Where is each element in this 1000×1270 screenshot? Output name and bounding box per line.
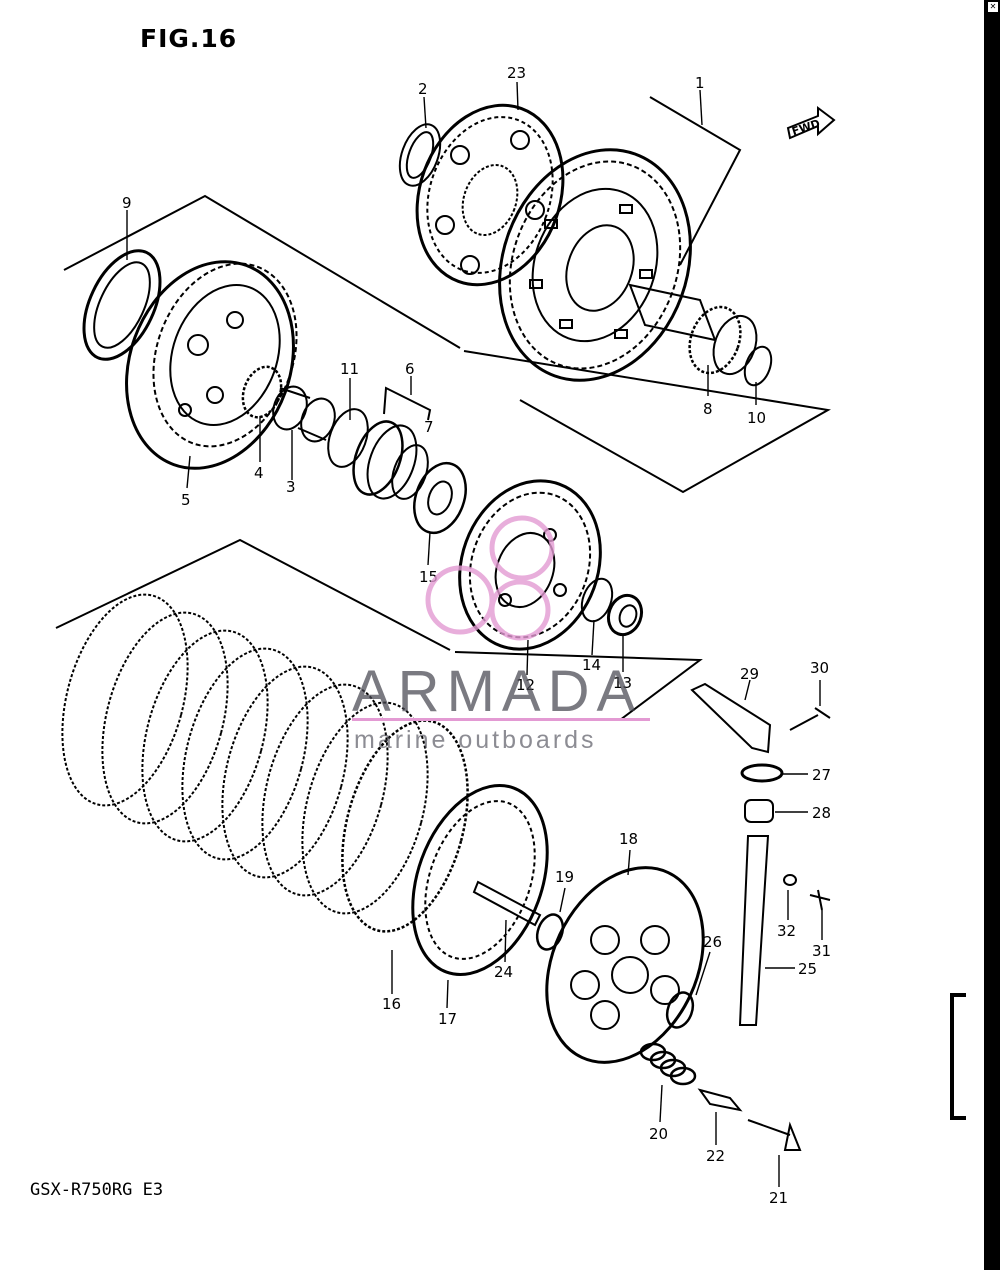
right-bracket: [950, 993, 966, 1120]
callout-29: 29: [740, 665, 759, 683]
callout-14: 14: [582, 656, 601, 674]
part-29-release-arm: [690, 682, 772, 754]
watermark-divider: [352, 718, 650, 721]
watermark-brand: ARMADA: [352, 659, 643, 724]
upper-assembly-outline: [63, 194, 461, 349]
part-6-spring: [352, 420, 404, 496]
callout-22: 22: [706, 1147, 725, 1165]
callout-11: 11: [340, 360, 359, 378]
part-25-release-shaft: [738, 835, 770, 1026]
callout-19: 19: [555, 868, 574, 886]
watermark-tagline: marine outboards: [354, 726, 597, 754]
part-1-primary-gear: [498, 148, 773, 387]
part-20-spring: [639, 1042, 697, 1086]
callout-27: 27: [812, 766, 831, 784]
part-24-pushrod: [472, 880, 542, 927]
fwd-arrow-icon: FWD: [786, 106, 836, 140]
part-5-clutch-housing: [125, 260, 298, 470]
callout-13: 13: [613, 674, 632, 692]
fwd-label: FWD: [790, 117, 821, 138]
right-border: [984, 0, 1000, 1270]
part-21-bolt: [747, 1119, 802, 1151]
callout-4: 4: [254, 464, 264, 482]
part-30-bolt: [789, 707, 831, 731]
callout-12: 12: [516, 676, 535, 694]
part-13-nut: [606, 593, 644, 637]
callout-16: 16: [382, 995, 401, 1013]
callout-24: 24: [494, 963, 513, 981]
callout-7: 7: [424, 418, 434, 436]
model-code: GSX-R750RG E3: [30, 1180, 164, 1200]
part-22-spacer: [697, 1088, 743, 1112]
callout-23: 23: [507, 64, 526, 82]
callout-21: 21: [769, 1189, 788, 1207]
callout-labels: 2 23 1 9 11 6 7 8 10 4 3 5 15 14 13 12 2…: [122, 64, 831, 1207]
callout-17: 17: [438, 1010, 457, 1028]
callout-2: 2: [418, 80, 428, 98]
callout-26: 26: [703, 933, 722, 951]
close-icon[interactable]: ✕: [988, 2, 998, 12]
callout-25: 25: [798, 960, 817, 978]
figure-title: FIG.16: [140, 24, 238, 53]
callout-6: 6: [405, 360, 415, 378]
part-15-washer: [413, 461, 467, 535]
part-32-washer: [783, 874, 797, 886]
part-27-seal: [740, 763, 784, 783]
callout-8: 8: [703, 400, 713, 418]
callout-30: 30: [810, 659, 829, 677]
part-9-ring: [82, 249, 162, 361]
part-28-bushing: [744, 799, 774, 823]
callout-20: 20: [649, 1125, 668, 1143]
callout-9: 9: [122, 194, 132, 212]
part-19-bearing: [535, 913, 565, 951]
part-12-clutch-hub: [458, 479, 602, 651]
callout-5: 5: [181, 491, 191, 509]
watermark-logo-icon: [425, 515, 555, 641]
part-23-gear: [415, 103, 565, 287]
callout-28: 28: [812, 804, 831, 822]
callout-18: 18: [619, 830, 638, 848]
part-2-ring: [398, 123, 442, 187]
part-31-screw: [809, 889, 831, 911]
clutch-plate-stack: [61, 593, 549, 976]
callout-3: 3: [286, 478, 296, 496]
lower-assembly-outline: [55, 538, 451, 651]
part-14-washer: [580, 577, 614, 623]
callout-32: 32: [777, 922, 796, 940]
callout-31: 31: [812, 942, 831, 960]
part-4-bearing: [241, 365, 283, 419]
callout-1: 1: [695, 74, 705, 92]
callout-10: 10: [747, 409, 766, 427]
part-26-bearing: [665, 991, 695, 1029]
part-18-pressure-plate: [545, 866, 705, 1064]
part-11-ring: [327, 408, 369, 468]
